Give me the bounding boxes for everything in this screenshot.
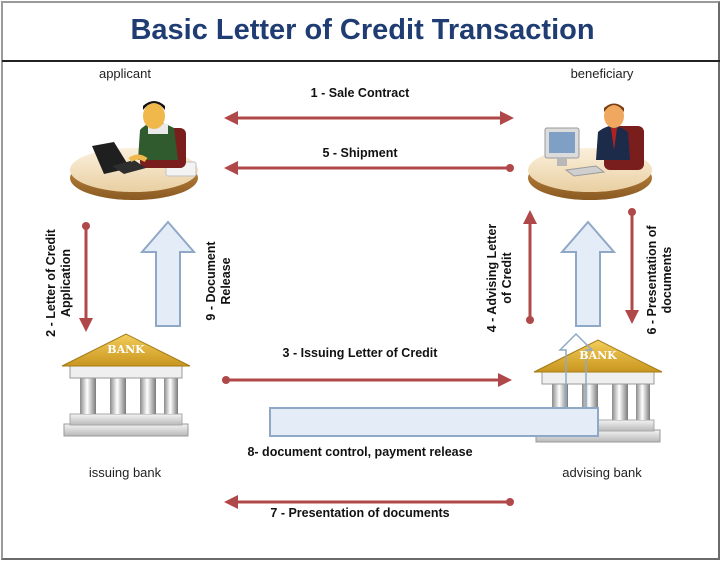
step-9-label: 9 - Document Release (204, 226, 236, 336)
title-divider (2, 60, 720, 62)
page-title: Basic Letter of Credit Transaction (130, 14, 595, 46)
step-5-label: 5 - Shipment (322, 146, 398, 160)
step-2-label: 2 - Letter of Credit Application (44, 218, 76, 348)
step-7-label: 7 - Presentation of documents (270, 506, 450, 520)
step-6-line-1: 6 - Presentation of (645, 225, 659, 335)
applicant-illustration (70, 101, 198, 200)
step-2-line-1: 2 - Letter of Credit (44, 229, 58, 337)
arrows-blue (139, 220, 617, 437)
beneficiary-label: beneficiary (570, 66, 634, 81)
step-4-label: 4 - Advising Letter of Credit (485, 213, 517, 343)
step-6-line-2: documents (660, 246, 674, 314)
issuing-bank-sign: BANK (107, 343, 145, 356)
beneficiary-illustration (528, 103, 652, 200)
step-8-label: 8- document control, payment release (247, 445, 473, 459)
arrows-red (79, 111, 639, 509)
advising-bank-sign: BANK (579, 349, 617, 362)
issuing-bank-label: issuing bank (88, 465, 162, 480)
step-4-line-1: 4 - Advising Letter (485, 223, 499, 333)
step-9-line-2: Release (219, 257, 233, 305)
step-1-label: 1 - Sale Contract (310, 86, 410, 100)
issuing-bank-illustration (61, 333, 191, 437)
step-9-line-1: 9 - Document (204, 241, 218, 321)
step-6-label: 6 - Presentation of documents (645, 215, 677, 345)
step-2-line-2: Application (59, 248, 73, 318)
step-4-line-2: of Credit (500, 252, 514, 304)
applicant-label: applicant (98, 66, 152, 81)
step-3-label: 3 - Issuing Letter of Credit (282, 346, 438, 360)
advising-bank-label: advising bank (562, 465, 642, 480)
